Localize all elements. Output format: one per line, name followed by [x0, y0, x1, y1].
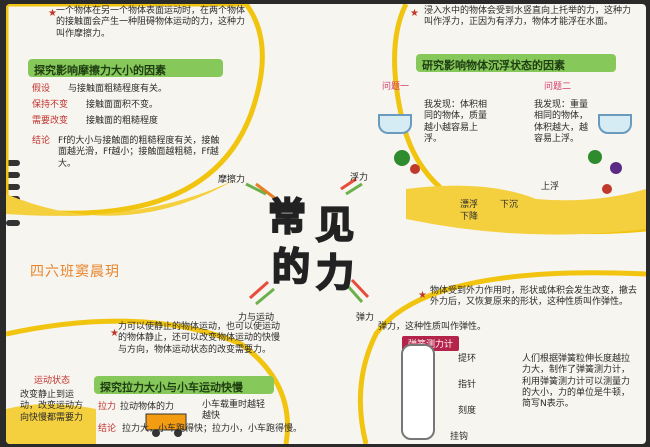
buoyancy-q1-label: 问题一 [382, 82, 410, 92]
buoyancy-heading-band: 研究影响物体沉浮状态的因素 [416, 54, 616, 72]
arrow-friction [245, 182, 267, 196]
friction-heading: 探究影响摩擦力大小的因素 [34, 64, 166, 77]
green-ball [394, 150, 410, 166]
motion-heading-band: 探究拉力大小与小车运动快慢 [94, 376, 274, 394]
buoyancy-down-label: 下沉 [500, 200, 519, 210]
motion-definition: 力可以使静止的物体运动，也可以使运动的物体静止，还可以改变物体运动的快慢与方向，… [118, 322, 281, 355]
svg-text:★: ★ [418, 290, 427, 301]
motion-ground [6, 404, 96, 444]
spring-scale [401, 344, 435, 440]
friction-heading-band: 探究影响摩擦力大小的因素 [28, 59, 223, 77]
title-char-3: 的 [271, 243, 311, 290]
svg-text:★: ★ [110, 328, 119, 339]
friction-arc [6, 4, 265, 216]
elastic-arc [357, 270, 646, 444]
buoyancy-q2-answer: 我发现：重量相同的物体，体积越大，越容易上浮。 [534, 100, 589, 144]
branch-buoyancy: 浮力 [350, 173, 369, 183]
motion-pull: 拉动物体的力 [120, 402, 175, 412]
friction-conclusion: Ff的大小与接触面的粗糙程度有关，接触面越光滑，Ff越小；接触面越粗糙，Ff越大… [58, 136, 220, 169]
friction-keep: 接触面面积不变。 [86, 100, 159, 110]
friction-conclusion-label: 结论 [32, 136, 51, 146]
motion-arc [6, 318, 291, 444]
red-ball-2 [602, 184, 612, 194]
spring-part-4: 挂钩 [450, 432, 469, 442]
cup-right [598, 114, 632, 134]
title-char-4: 力 [315, 249, 355, 296]
spring-part-1: 提环 [458, 354, 477, 364]
svg-text:★: ★ [48, 8, 57, 19]
title-char-2: 见 [315, 201, 355, 248]
friction-hypothesis-label: 假设 [32, 84, 51, 94]
class-name: 四六班窦晨玥 [30, 264, 120, 280]
branch-force-motion: 力与运动 [238, 313, 275, 323]
motion-heading: 探究拉力大小与小车运动快慢 [100, 381, 243, 394]
elastic-intro: 弹力，这种性质叫作弹性。 [378, 322, 487, 332]
elastic-description: 人们根据弹簧粒伸长度越拉力大，制作了弹簧测力计，利用弹簧测力计可以测量力的大小，… [522, 354, 631, 409]
buoyancy-q2-label: 问题二 [544, 82, 572, 92]
poster-decoration: ★ ★ ★ ★ [6, 4, 646, 444]
arrow-motion [255, 287, 275, 306]
svg-text:★: ★ [410, 8, 419, 19]
motion-status-text: 改变静止到运动，改变运动方向快慢都需要力 [20, 390, 84, 423]
friction-keep-label: 保持不变 [32, 100, 69, 110]
buoyancy-sink-label: 下降 [460, 212, 479, 222]
buoyancy-q1-answer: 我发现：体积相同的物体，质量越小越容易上浮。 [424, 100, 488, 144]
friction-change-label: 需要改变 [32, 116, 69, 126]
arrow-buoyancy [340, 177, 357, 191]
poster-sheet: ★ ★ ★ ★ 常 见 的 力 摩擦力 浮力 弹力 力与运动 四六班窦晨玥 一个… [6, 4, 646, 444]
buoyancy-definition: 浸入水中的物体会受到水竖直向上托举的力，这种力叫作浮力，正因为有浮力，物体才能浮… [424, 6, 632, 28]
title-char-1: 常 [267, 193, 307, 240]
arrow-elastic [344, 283, 364, 303]
buoyancy-water [406, 185, 646, 235]
buoyancy-float-label: 漂浮 [460, 200, 479, 210]
friction-hill [6, 179, 236, 216]
motion-conclusion-label: 结论 [98, 424, 117, 434]
red-ball [410, 164, 420, 174]
buoyancy-heading: 研究影响物体沉浮状态的因素 [422, 59, 565, 72]
toy-car [145, 413, 187, 431]
spring-part-3: 刻度 [458, 406, 477, 416]
elastic-definition: 物体受到外力作用时，形状或体积会发生改变，撤去外力后，又恢复原来的形状，这种性质… [430, 286, 638, 308]
branch-elastic: 弹力 [356, 313, 375, 323]
motion-status-label: 运动状态 [34, 376, 71, 386]
friction-change: 接触面的粗糙程度 [86, 116, 159, 126]
motion-tip: 小车载重时越轻越快 [202, 400, 266, 422]
spring-part-2: 指针 [458, 380, 477, 390]
purple-ball [610, 162, 622, 174]
cup-left [378, 114, 412, 134]
branch-friction: 摩擦力 [218, 175, 246, 185]
motion-pull-label: 拉力 [98, 402, 117, 412]
friction-definition: 一个物体在另一个物体表面运动时，在两个物体的接触面会产生一种阻碍物体运动的力，这… [56, 6, 246, 39]
buoyancy-up-label: 上浮 [541, 182, 560, 192]
motion-conclusion: 拉力大，小车跑得快；拉力小，小车跑得慢。 [122, 424, 303, 434]
friction-hypothesis: 与接触面粗糙程度有关。 [68, 84, 168, 94]
green-ball-2 [588, 150, 602, 164]
